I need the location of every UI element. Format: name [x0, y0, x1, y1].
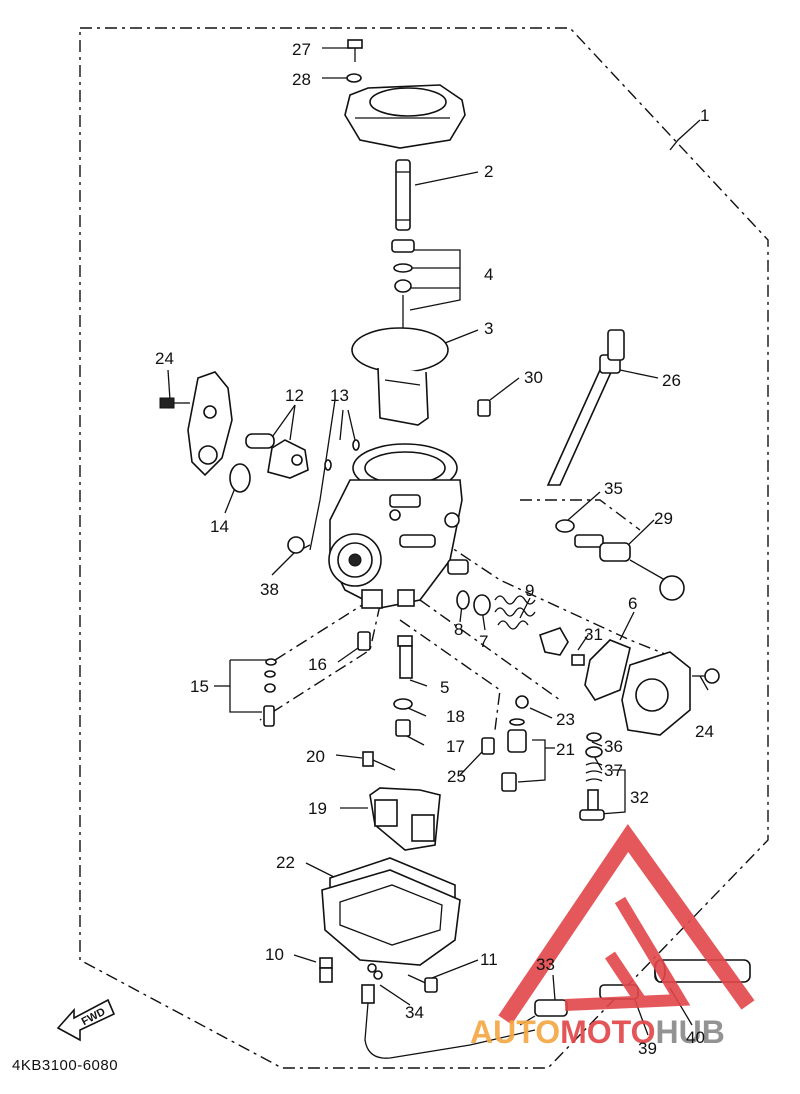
- callout-2: 2: [484, 162, 493, 181]
- gasket-14: [229, 463, 251, 493]
- automotohub-logo: [498, 824, 755, 1025]
- oring-13b: [324, 459, 332, 471]
- callout-25: 25: [447, 767, 466, 786]
- oring-13a: [352, 439, 360, 451]
- callout-8: 8: [454, 620, 463, 639]
- callout-38: 38: [260, 580, 279, 599]
- hose-26: [546, 329, 625, 486]
- leader-lines: [167, 47, 709, 1036]
- spring-9: [494, 595, 536, 630]
- callout-24-left: 24: [155, 349, 174, 368]
- callout-26: 26: [662, 371, 681, 390]
- screw-10: [319, 957, 333, 983]
- oring-18: [393, 698, 413, 710]
- assembly-boundary: [79, 27, 769, 1069]
- callout-1: 1: [700, 106, 709, 125]
- needle-jet-5: [397, 635, 413, 679]
- callout-7: 7: [479, 632, 488, 651]
- screw-32: [579, 762, 605, 821]
- part-code: 4KB3100-6080: [12, 1057, 118, 1074]
- callout-31: 31: [584, 625, 603, 644]
- jet-16: [357, 631, 371, 651]
- callouts: 1 2 3 4 5 6 7 8 9 10 11 12 13 14 15 16 1…: [155, 40, 714, 1058]
- gasket-6: [584, 639, 631, 701]
- jet-30: [477, 399, 491, 417]
- cover-6: [621, 651, 691, 736]
- oring-35: [555, 519, 575, 533]
- valve-21: [501, 718, 527, 792]
- cap-23: [515, 695, 529, 709]
- callout-34: 34: [405, 1003, 424, 1022]
- screw-20: [362, 751, 396, 771]
- callout-29: 29: [654, 509, 673, 528]
- callout-4: 4: [484, 265, 493, 284]
- callout-33: 33: [536, 955, 555, 974]
- assembly-guides: [259, 499, 681, 731]
- callout-9: 9: [525, 581, 534, 600]
- callout-14: 14: [210, 517, 229, 536]
- washer-8: [456, 590, 470, 610]
- callout-17: 17: [446, 737, 465, 756]
- callout-32: 32: [630, 788, 649, 807]
- float-19: [369, 787, 441, 851]
- jet-25: [481, 737, 495, 755]
- needle-2: [395, 159, 411, 231]
- screw-27: [347, 39, 363, 62]
- callout-3: 3: [484, 319, 493, 338]
- callout-19: 19: [308, 799, 327, 818]
- washer-37: [585, 746, 603, 758]
- drain-screw-11: [407, 974, 438, 993]
- jet-17: [395, 719, 411, 737]
- drain-hose-34: [361, 963, 536, 1059]
- callout-22: 22: [276, 853, 295, 872]
- callout-10: 10: [265, 945, 284, 964]
- washer-28: [346, 73, 362, 83]
- callout-21: 21: [556, 740, 575, 759]
- washer-7: [473, 594, 491, 616]
- callout-28: 28: [292, 70, 311, 89]
- callout-36: 36: [604, 737, 623, 756]
- callout-13: 13: [330, 386, 349, 405]
- callout-39: 39: [638, 1039, 657, 1058]
- oring-36: [586, 732, 602, 742]
- callout-24-right: 24: [695, 722, 714, 741]
- callout-15: 15: [190, 677, 209, 696]
- callout-12: 12: [285, 386, 304, 405]
- callout-30: 30: [524, 368, 543, 387]
- callout-18: 18: [446, 707, 465, 726]
- diaphragm-3: [351, 327, 449, 426]
- callout-20: 20: [306, 747, 325, 766]
- top-cover: [344, 84, 466, 149]
- callout-40: 40: [686, 1028, 705, 1047]
- callout-6: 6: [628, 594, 637, 613]
- callout-35: 35: [604, 479, 623, 498]
- pilot-screw-15: [263, 658, 277, 727]
- plug-38: [287, 536, 305, 554]
- callout-5: 5: [440, 678, 449, 697]
- callout-11: 11: [480, 950, 498, 969]
- screw-29: [574, 534, 685, 601]
- fwd-arrow-icon: FWD: [56, 998, 116, 1042]
- watermark-text: AUTOMOTOHUB: [470, 1014, 725, 1050]
- bracket-31: [539, 627, 585, 666]
- callout-37: 37: [604, 761, 623, 780]
- float-bowl: [321, 869, 461, 966]
- callout-27: 27: [292, 40, 311, 59]
- callout-23: 23: [556, 710, 575, 729]
- callout-16: 16: [308, 655, 327, 674]
- screw-24-right: [692, 668, 720, 684]
- carburetor-body: [328, 443, 469, 609]
- fwd-label: FWD: [80, 1006, 108, 1028]
- bracket-24-left: [159, 371, 233, 477]
- pump-12: [245, 433, 309, 479]
